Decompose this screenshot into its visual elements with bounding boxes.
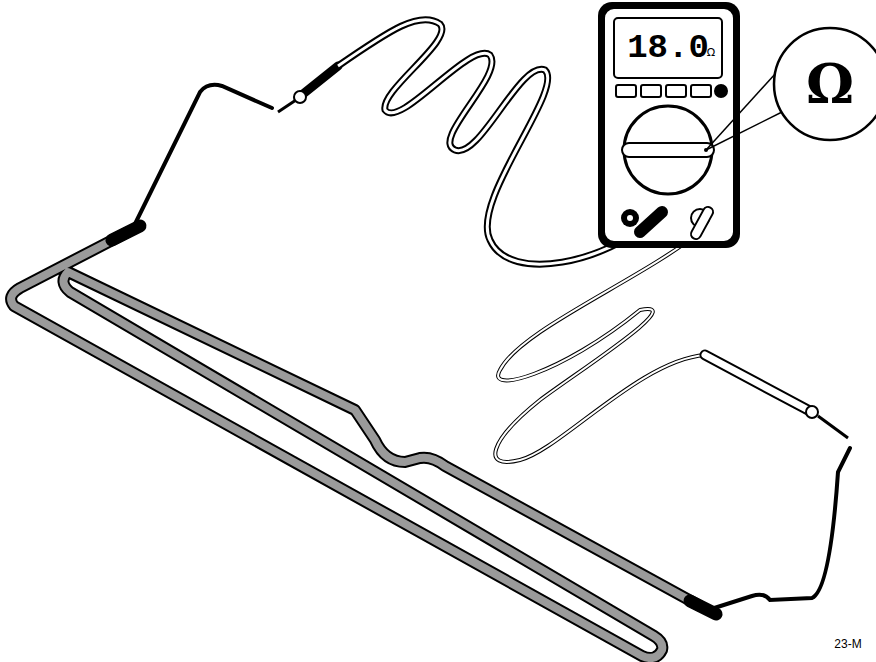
heater-element: [11, 226, 716, 658]
unit-symbol: Ω: [707, 47, 715, 58]
callout: [706, 28, 876, 150]
red-probe: [495, 232, 848, 462]
black-probe: [278, 20, 648, 265]
buttons: [616, 85, 727, 97]
ohm-callout: Ω: [806, 57, 854, 111]
heater-lead-wires: [132, 85, 850, 610]
display: [614, 18, 722, 78]
figure-number: 23-M: [834, 638, 861, 650]
multimeter: [598, 2, 740, 248]
com-jack: [621, 209, 639, 227]
meter-reading: 18.0: [627, 31, 709, 65]
